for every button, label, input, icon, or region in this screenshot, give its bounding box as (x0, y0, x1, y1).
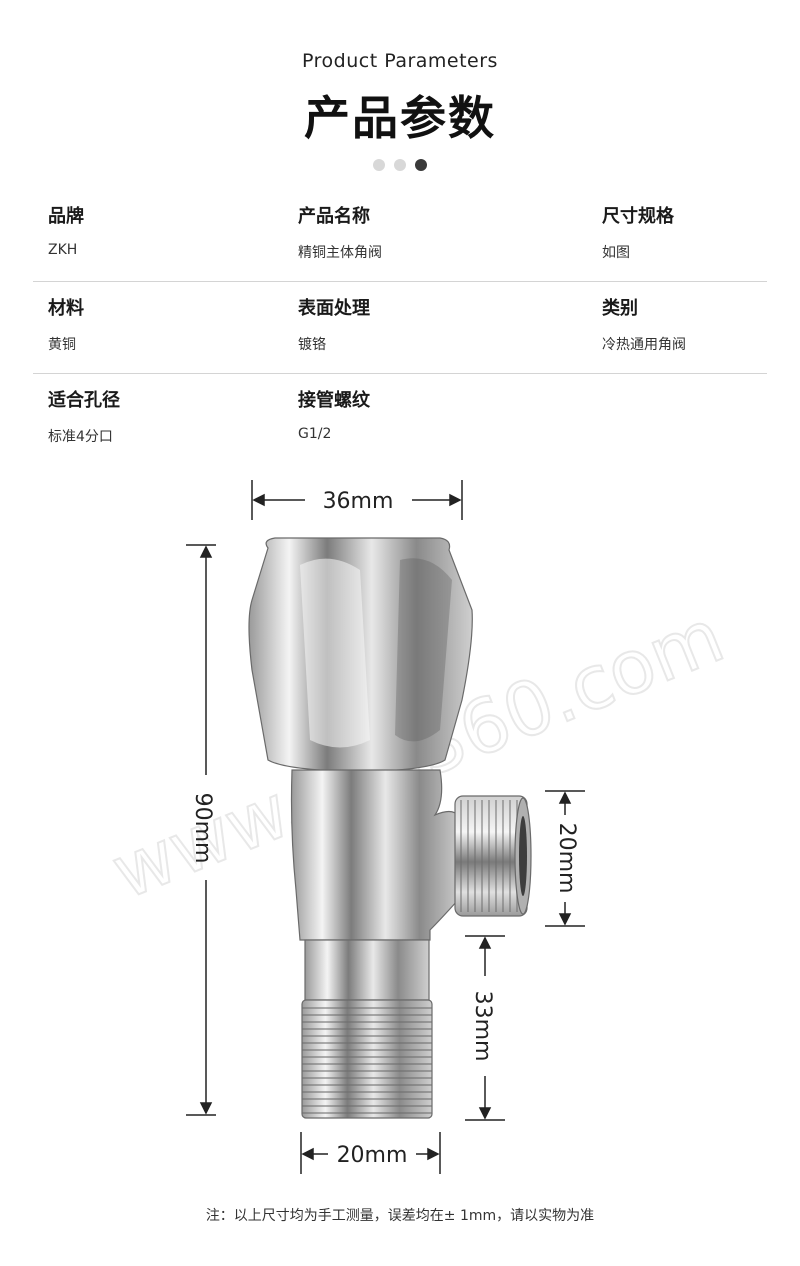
param-label: 适合孔径 (48, 390, 120, 411)
parameters-table: 品牌 ZKH 产品名称 精铜主体角阀 尺寸规格 如图 材料 黄铜 表面处理 镀铬… (0, 190, 800, 466)
dot-3-active (415, 159, 428, 171)
param-surface: 表面处理 镀铬 (298, 294, 370, 354)
dimension-height-label: 90mm (190, 793, 215, 864)
param-row-3: 适合孔径 标准4分口 接管螺纹 G1/2 (0, 374, 800, 466)
param-label: 尺寸规格 (602, 206, 674, 227)
param-product-name: 产品名称 精铜主体角阀 (298, 202, 382, 262)
param-row-1: 品牌 ZKH 产品名称 精铜主体角阀 尺寸规格 如图 (0, 190, 800, 282)
dimension-top-width (251, 480, 463, 520)
param-value: 如图 (602, 245, 630, 261)
param-value: ZKH (48, 242, 78, 258)
param-label: 产品名称 (298, 206, 370, 227)
param-hole-size: 适合孔径 标准4分口 (48, 386, 120, 446)
param-label: 品牌 (48, 206, 84, 227)
param-brand: 品牌 ZKH (48, 202, 84, 258)
dimension-top-width-label: 36mm (323, 489, 394, 514)
param-label: 接管螺纹 (298, 390, 370, 411)
param-row-2: 材料 黄铜 表面处理 镀铬 类别 冷热通用角阀 (0, 282, 800, 374)
dot-2 (394, 159, 406, 171)
param-value: 黄铜 (48, 337, 76, 353)
param-value: G1/2 (298, 426, 332, 442)
dimension-outlet-label: 20mm (554, 823, 579, 894)
param-label: 表面处理 (298, 298, 370, 319)
param-category: 类别 冷热通用角阀 (602, 294, 686, 354)
dimension-bottom-width-label: 20mm (337, 1143, 408, 1168)
footer-note: 注：以上尺寸均为手工测量，误差均在± 1mm，请以实物为准 (205, 1208, 595, 1224)
section-subtitle: Product Parameters (302, 50, 498, 72)
param-label: 材料 (48, 298, 84, 319)
param-value: 冷热通用角阀 (602, 337, 686, 353)
param-value: 镀铬 (298, 337, 326, 353)
param-material: 材料 黄铜 (48, 294, 84, 354)
param-size: 尺寸规格 如图 (602, 202, 674, 262)
product-dimension-diagram: www.zkh360.com 36mm (0, 470, 800, 1190)
dimension-bottom-width (300, 1132, 441, 1174)
dimension-outlet (545, 790, 585, 927)
dimension-thread-length (465, 935, 505, 1121)
valve-body (290, 769, 463, 941)
valve-illustration: www.zkh360.com 36mm (99, 480, 736, 1174)
param-value: 精铜主体角阀 (298, 245, 382, 261)
pagination-dots (0, 156, 800, 175)
param-thread: 接管螺纹 G1/2 (298, 386, 370, 442)
section-title: 产品参数 (304, 91, 496, 145)
dot-1 (372, 159, 385, 171)
param-value: 标准4分口 (48, 429, 113, 445)
dimension-height (186, 544, 216, 1116)
dimension-thread-length-label: 33mm (470, 991, 495, 1062)
param-label: 类别 (602, 298, 638, 319)
valve-neck (304, 939, 430, 1001)
